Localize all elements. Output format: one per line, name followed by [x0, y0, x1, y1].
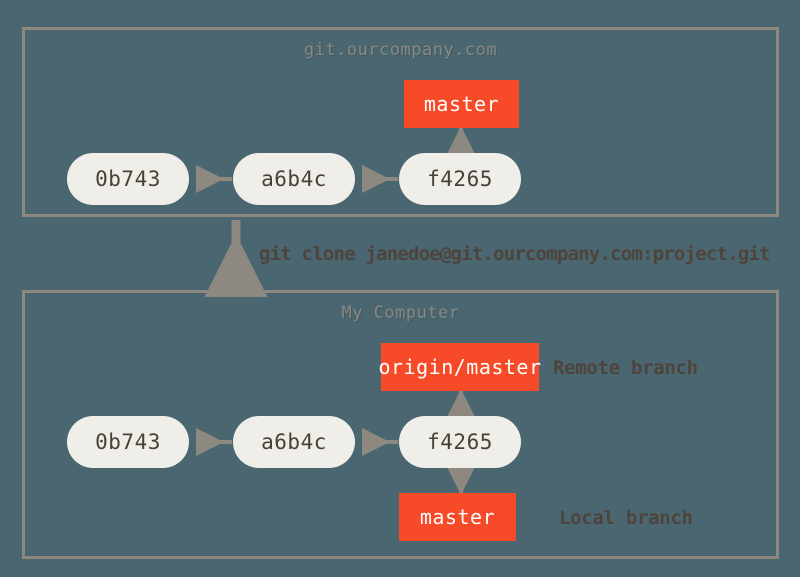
remote-branch-master-box[interactable]: master [404, 80, 519, 128]
local-branch-origin-master-box[interactable]: origin/master [378, 343, 542, 391]
local-branch-master-label: master [419, 505, 496, 529]
remote-commit-0b743[interactable]: 0b743 [67, 153, 189, 205]
local-commit-0b743-label: 0b743 [95, 430, 161, 454]
git-clone-command-text: git clone janedoe@git.ourcompany.com:pro… [259, 243, 770, 265]
local-repository-zone: My Computer [22, 290, 779, 559]
local-branch-annotation: Local branch [559, 507, 693, 529]
remote-commit-a6b4c-label: a6b4c [261, 167, 327, 191]
local-commit-a6b4c[interactable]: a6b4c [233, 416, 355, 468]
remote-commit-f4265-label: f4265 [427, 167, 493, 191]
remote-commit-0b743-label: 0b743 [95, 167, 161, 191]
local-branch-origin-master-label: origin/master [378, 355, 542, 379]
local-branch-master-box[interactable]: master [399, 493, 516, 541]
local-commit-f4265-label: f4265 [427, 430, 493, 454]
remote-commit-a6b4c[interactable]: a6b4c [233, 153, 355, 205]
remote-branch-annotation: Remote branch [553, 357, 698, 379]
local-commit-0b743[interactable]: 0b743 [67, 416, 189, 468]
remote-repository-zone: git.ourcompany.com [22, 27, 779, 217]
remote-branch-master-label: master [423, 92, 500, 116]
local-commit-a6b4c-label: a6b4c [261, 430, 327, 454]
remote-commit-f4265[interactable]: f4265 [399, 153, 521, 205]
local-commit-f4265[interactable]: f4265 [399, 416, 521, 468]
local-zone-title: My Computer [341, 303, 460, 323]
remote-zone-title: git.ourcompany.com [303, 40, 498, 60]
